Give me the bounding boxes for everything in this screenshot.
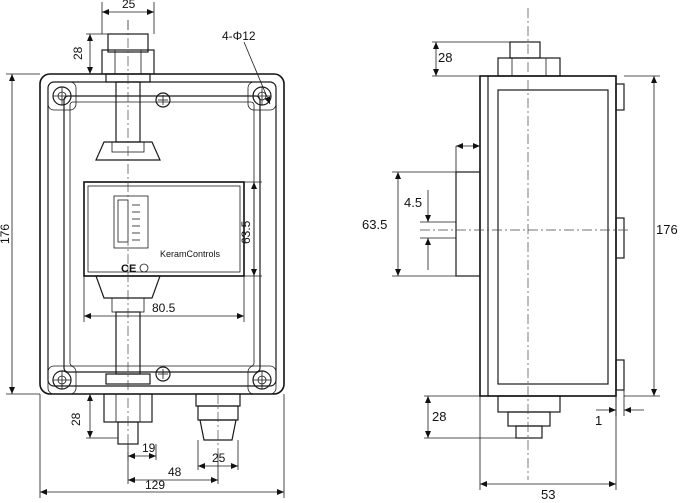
dim-side-176: 176 (624, 75, 678, 397)
svg-text:4-Φ12: 4-Φ12 (222, 29, 256, 43)
svg-text:129: 129 (145, 478, 165, 492)
approval-mark-icon (139, 263, 149, 273)
dim-label-width: 80.5 (83, 276, 245, 322)
dim-label-height: 63.5 (239, 181, 262, 277)
dim-side-top-28: 28 (432, 41, 510, 77)
dim-gland-25: 25 (197, 440, 239, 470)
dim-side-63-5: 63.5 (362, 171, 456, 277)
svg-text:63.5: 63.5 (362, 217, 387, 232)
dim-19: 19 (127, 441, 157, 460)
svg-text:25: 25 (122, 0, 136, 11)
mounting-holes (47, 81, 277, 395)
dim-side-offset (455, 143, 480, 172)
dim-top-height: 28 (71, 33, 108, 75)
svg-text:28: 28 (432, 409, 446, 424)
cable-gland (195, 393, 241, 452)
svg-text:28: 28 (438, 50, 452, 65)
svg-text:80.5: 80.5 (152, 301, 176, 315)
dim-top-width: 25 (101, 0, 155, 34)
switch-body: KeramControls CE (83, 181, 245, 277)
dim-overall-width: 129 (39, 394, 285, 498)
svg-text:4.5: 4.5 (404, 195, 422, 210)
enclosure-inner-wall (63, 95, 261, 373)
dim-overall-height: 176 (0, 73, 40, 395)
side-housing (479, 75, 617, 397)
svg-text:53: 53 (541, 487, 555, 502)
enclosure-outline (39, 73, 285, 395)
svg-text:176: 176 (656, 222, 678, 237)
svg-text:28: 28 (69, 412, 83, 426)
screw-top (155, 92, 171, 108)
dim-side-53: 53 (479, 396, 617, 502)
brand-label: KeramControls (160, 249, 221, 259)
screw-bottom (155, 366, 171, 382)
dim-side-bottom-28: 28 (424, 395, 516, 439)
side-switch-body (455, 171, 481, 277)
side-top-fitting (497, 41, 561, 77)
side-bottom-fitting (497, 395, 561, 439)
svg-text:25: 25 (212, 451, 226, 465)
svg-text:19: 19 (142, 441, 156, 455)
svg-text:176: 176 (0, 224, 12, 244)
front-view: KeramControls CE (0, 0, 285, 498)
svg-text:48: 48 (168, 465, 182, 479)
svg-text:28: 28 (71, 46, 85, 60)
dim-48: 48 (127, 452, 219, 484)
dim-hole-spec: 4-Φ12 (222, 29, 271, 105)
svg-text:1: 1 (595, 413, 602, 428)
enclosure-lip (47, 81, 277, 387)
side-cover (497, 89, 609, 385)
dim-bottom-height: 28 (69, 393, 118, 439)
svg-text:63.5: 63.5 (239, 220, 253, 244)
dim-side-4-5: 4.5 (404, 190, 456, 270)
side-view: 28 4.5 63.5 176 28 (362, 8, 678, 502)
ce-mark: CE (121, 263, 136, 275)
enclosure-inner-lip (69, 101, 255, 367)
